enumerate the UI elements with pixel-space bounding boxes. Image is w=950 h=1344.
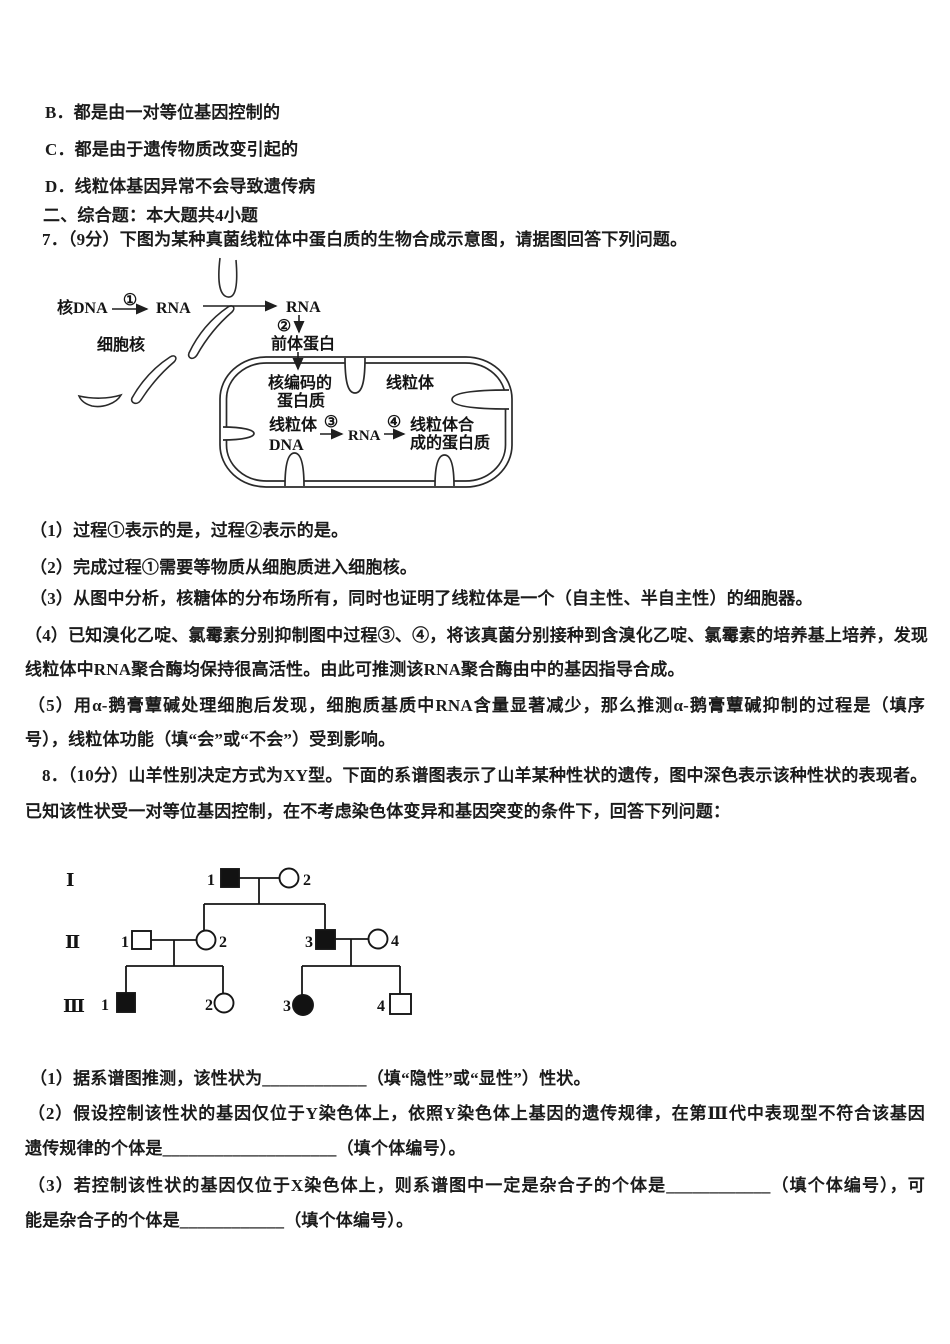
q8-sub2-line1: （2）假设控制该性状的基因仅位于Y染色体上，依照Y染色体上基因的遗传规律，在第Ⅲ… [28, 1104, 925, 1123]
rna-label-1: RNA [156, 300, 191, 317]
mitochondrion-label: 线粒体 [386, 373, 435, 392]
process-3-badge: ③ [324, 414, 338, 431]
mito-protein-label-2: 成的蛋白质 [410, 433, 490, 452]
process-4-badge: ④ [387, 414, 401, 431]
nucleus-dna-label: 核DNA [57, 298, 108, 317]
individual-number: 2 [219, 934, 227, 951]
q7-sub2: （2）完成过程①需要等物质从细胞质进入细胞核。 [30, 558, 418, 577]
individual-number: 3 [283, 998, 291, 1015]
individual-number: 1 [207, 872, 215, 889]
individual-number: 4 [391, 933, 399, 950]
individual-number: 2 [303, 872, 311, 889]
mitochondrion-inner-membrane [225, 362, 507, 482]
nucleus-label: 细胞核 [97, 335, 145, 354]
nuclear-envelope-segment [218, 257, 238, 298]
q8-stem-line2: 已知该性状受一对等位基因控制，在不考虑染色体变异和基因突变的条件下，回答下列问题… [25, 802, 731, 821]
nuclear-envelope-segment [130, 355, 177, 405]
individual-number: 1 [121, 934, 129, 951]
nuclear-envelope-segment [187, 305, 235, 360]
crista-shape [284, 452, 305, 487]
q7-sub5-line1: （5）用α-鹅膏蕈碱处理细胞后发现，细胞质基质中RNA含量显著减少，那么推测α-… [28, 696, 925, 715]
q7-sub4-line1: （4）已知溴化乙啶、氯霉素分别抑制图中过程③、④，将该真菌分别接种到含溴化乙啶、… [25, 626, 929, 645]
nuclear-encoded-protein-label-1: 核编码的 [268, 373, 332, 392]
q7-sub5-line2: 号），线粒体功能（填“会”或“不会”）受到影响。 [25, 730, 396, 749]
q7-sub4-line2: 线粒体中RNA聚合酶均保持很高活性。由此可推测该RNA聚合酶由中的基因指导合成。 [25, 660, 685, 679]
mito-dna-label-1: 线粒体 [269, 415, 318, 434]
iii2-female-shape [213, 992, 235, 1014]
crista-shape [222, 426, 255, 441]
process-1-badge: ① [123, 292, 137, 309]
q7-stem: 7．（9分）下图为某种真菌线粒体中蛋白质的生物合成示意图，请据图回答下列问题。 [42, 230, 688, 249]
iii3-affected-female-shape [292, 994, 314, 1016]
rna-label-2: RNA [286, 299, 321, 316]
mito-dna-label-2: DNA [269, 437, 304, 454]
q7-sub1: （1）过程①表示的是，过程②表示的是。 [30, 521, 349, 540]
crista-shape [451, 389, 510, 410]
i2-female-shape [278, 867, 300, 889]
q7-sub3: （3）从图中分析，核糖体的分布场所有，同时也证明了线粒体是一个（自主性、半自主性… [30, 589, 813, 608]
pedigree-connectors [125, 877, 401, 995]
nuclear-envelope-segment [77, 393, 123, 408]
mitochondrion-outer-membrane [219, 356, 513, 488]
option-c-line: C．都是由于遗传物质改变引起的 [45, 140, 299, 159]
iii1-affected-male-shape [116, 992, 136, 1013]
option-d-line: D．线粒体基因异常不会导致遗传病 [45, 177, 316, 196]
q8-stem-line1: 8．（10分）山羊性别决定方式为XY型。下面的系谱图表示了山羊某种性状的遗传，图… [42, 766, 928, 785]
q8-sub1: （1）据系谱图推测，该性状为____________（填“隐性”或“显性”）性状… [30, 1069, 591, 1088]
generation-ii-label: Ⅱ [65, 932, 80, 952]
pedigree-diagram: Ⅰ Ⅱ Ⅲ 1 2 1 2 3 [63, 867, 412, 1016]
crista-shape [344, 357, 366, 394]
q8-sub3-line1: （3）若控制该性状的基因仅位于X染色体上，则系谱图中一定是杂合子的个体是____… [28, 1176, 925, 1195]
q8-sub2-line2: 遗传规律的个体是____________________（填个体编号）。 [25, 1139, 466, 1158]
ii3-affected-male-shape [315, 929, 336, 950]
process-2-badge: ② [277, 318, 291, 335]
precursor-protein-label: 前体蛋白 [271, 334, 335, 353]
generation-i-label: Ⅰ [66, 870, 74, 890]
generation-iii-label: Ⅲ [63, 996, 85, 1016]
ii2-female-shape [195, 929, 217, 951]
individual-number: 4 [377, 998, 385, 1015]
ii4-female-shape [367, 928, 389, 950]
individual-number: 2 [205, 997, 213, 1014]
section-header: 二、综合题：本大题共4小题 [43, 206, 259, 225]
crista-shape [434, 454, 455, 487]
i1-affected-male-shape [220, 868, 240, 888]
ii1-male-shape [131, 930, 152, 950]
iii4-male-shape [389, 993, 412, 1015]
nuclear-encoded-protein-label-2: 蛋白质 [277, 391, 325, 410]
option-b-line: B．都是由一对等位基因控制的 [45, 103, 281, 122]
q8-sub3-line2: 能是杂合子的个体是____________（填个体编号）。 [25, 1211, 414, 1230]
rna-label-3: RNA [348, 428, 381, 444]
mito-protein-label-1: 线粒体合 [410, 415, 475, 434]
mitochondria-diagram: 核DNA ① RNA RNA ② 前体蛋白 细胞核 核编码的 蛋白质 线粒体 线… [57, 257, 513, 488]
individual-number: 3 [305, 934, 313, 951]
individual-number: 1 [101, 997, 109, 1014]
